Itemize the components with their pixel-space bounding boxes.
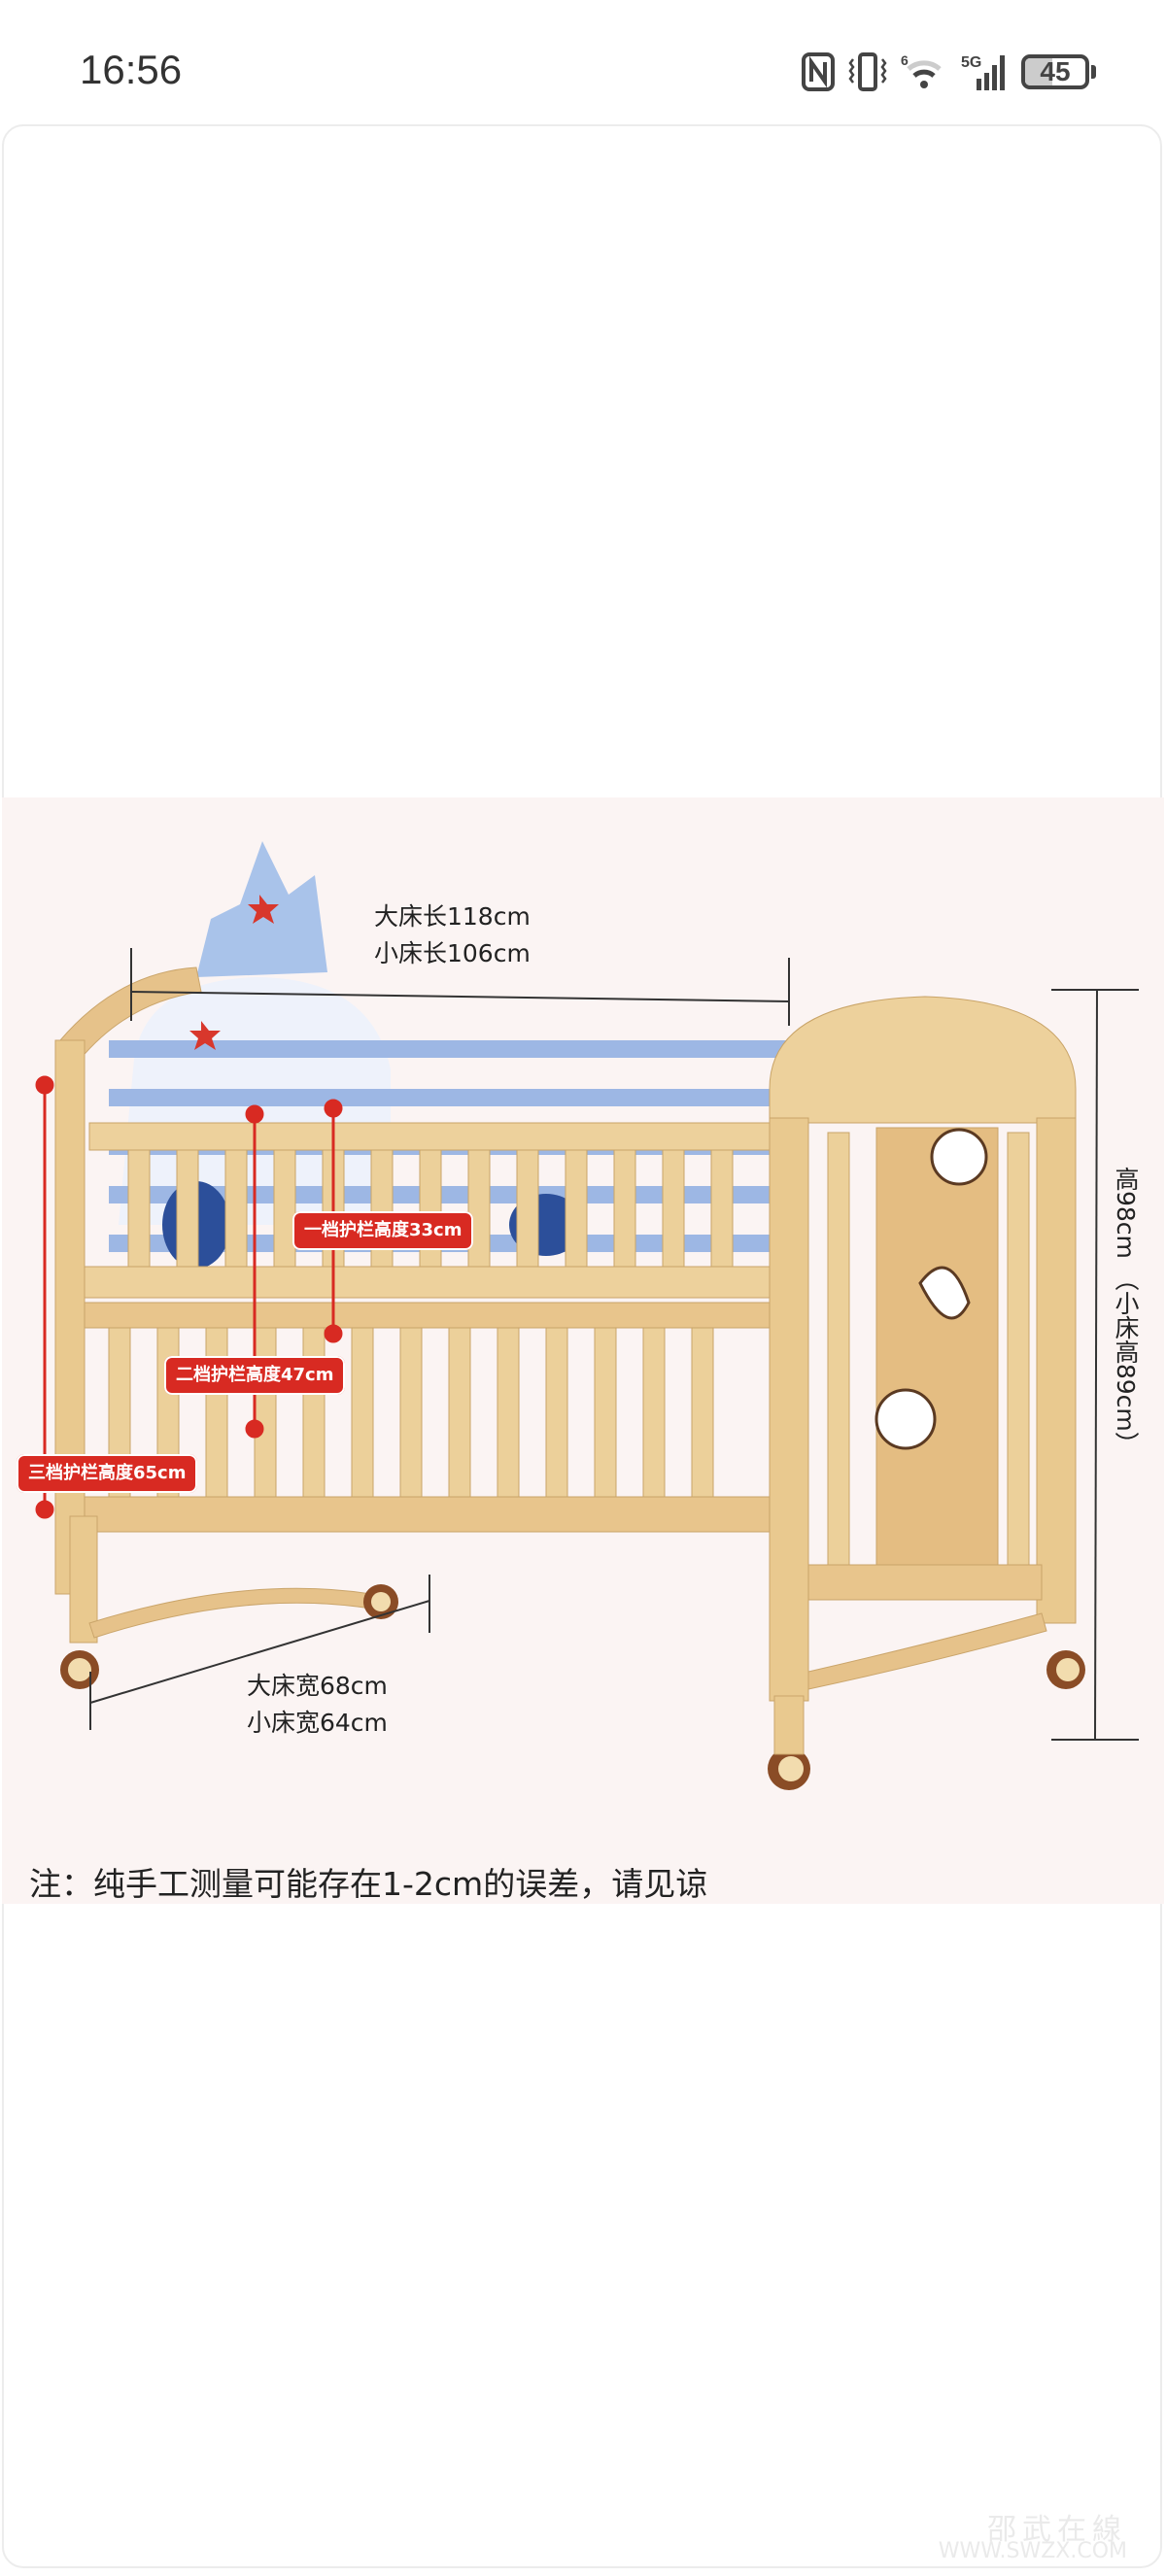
svg-text:5G: 5G	[961, 54, 981, 71]
wifi-icon: 6	[901, 52, 942, 88]
measurement-note: 注：纯手工测量可能存在1-2cm的误差，请见谅	[29, 1865, 708, 1903]
rail-level-2-tag: 二档护栏高度47cm	[164, 1356, 346, 1395]
battery-tip	[1091, 65, 1096, 79]
lower-slats	[108, 1327, 714, 1499]
svg-text:6: 6	[901, 52, 909, 68]
product-dimension-image[interactable]: 大床长118cm 小床长106cm 高98cm （小床高89cm） 大床宽68c…	[2, 797, 1164, 1904]
bed-height-label: 高98cm （小床高89cm）	[1112, 1167, 1140, 1456]
width-small: 小床宽64cm	[247, 1709, 388, 1737]
bed-width-label: 大床宽68cm 小床宽64cm	[247, 1668, 388, 1742]
clock: 16:56	[80, 47, 183, 92]
vibrate-icon	[848, 52, 887, 91]
length-big: 大床长118cm	[374, 902, 531, 931]
battery-indicator: 45	[1021, 54, 1089, 89]
nfc-icon	[802, 52, 835, 91]
rail-level-1-tag: 一档护栏高度33cm	[292, 1211, 474, 1250]
status-bar: 16:56 6 5G 45	[0, 0, 1166, 124]
length-small: 小床长106cm	[374, 939, 531, 967]
bed-length-label: 大床长118cm 小床长106cm	[374, 898, 531, 972]
watermark-logo: 邵武在線 WWW.SWZX.COM	[938, 2513, 1127, 2563]
cellular-signal-icon: 5G	[961, 54, 1005, 90]
crib-illustration	[35, 841, 1139, 1790]
dimension-lines	[89, 948, 1139, 1741]
rail-level-3-tag: 三档护栏高度65cm	[17, 1454, 198, 1493]
width-big: 大床宽68cm	[247, 1672, 388, 1700]
